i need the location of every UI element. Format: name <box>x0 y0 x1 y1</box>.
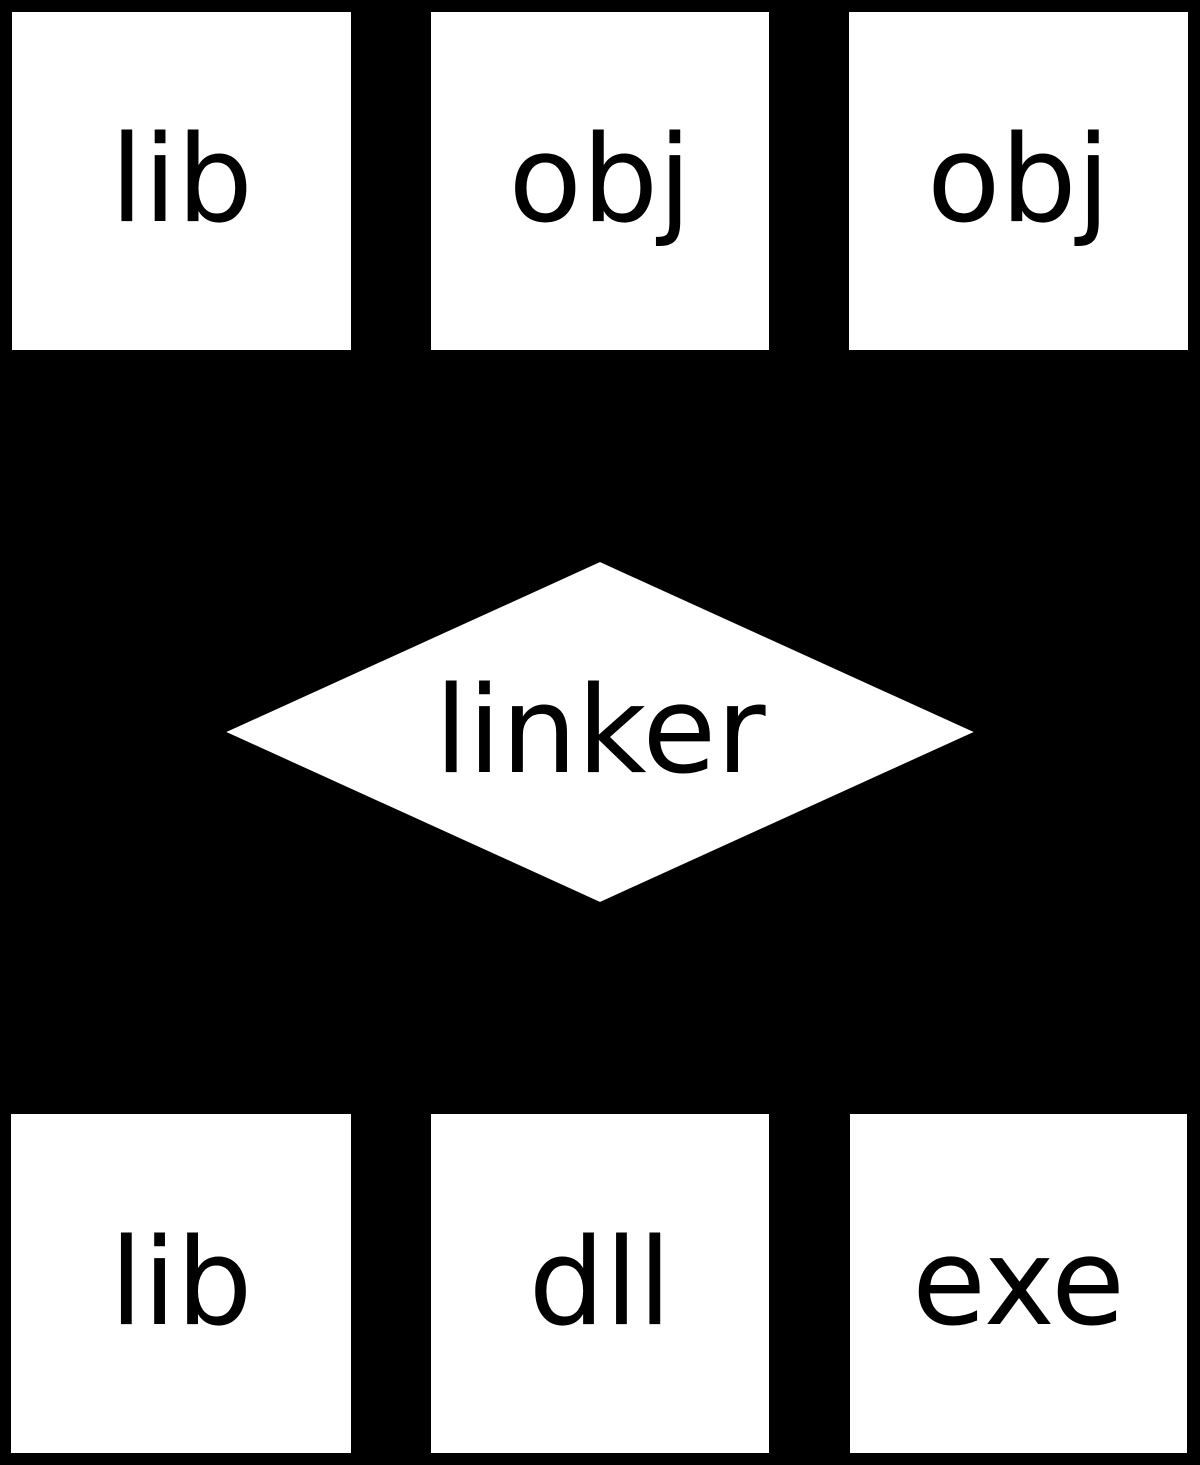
node-obj-2-label: obj <box>927 111 1110 250</box>
node-obj-1: obj <box>429 10 771 352</box>
node-linker-label: linker <box>434 662 766 801</box>
node-exe-label: exe <box>912 1213 1125 1353</box>
node-exe: exe <box>848 1112 1189 1455</box>
node-obj-1-label: obj <box>508 111 692 250</box>
node-dll-label: dll <box>528 1213 672 1353</box>
node-dll: dll <box>429 1112 771 1455</box>
diamond-shape <box>224 561 976 903</box>
node-linker: linker <box>224 561 976 903</box>
node-lib-output: lib <box>9 1112 353 1455</box>
node-obj-2: obj <box>847 10 1190 352</box>
node-lib-input-label: lib <box>110 111 253 250</box>
node-lib-output-label: lib <box>109 1213 253 1353</box>
node-lib-input: lib <box>10 10 353 352</box>
